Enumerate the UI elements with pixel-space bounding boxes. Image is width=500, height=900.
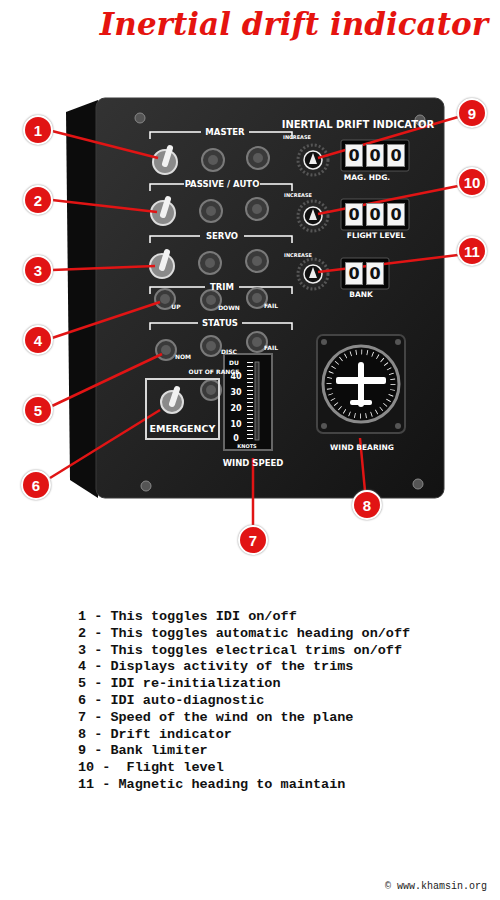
compass-dial	[323, 346, 399, 422]
digit-text: 0	[369, 205, 380, 224]
counter-digit: 0	[387, 144, 405, 167]
panel-label: DISC	[221, 349, 237, 355]
description-line: 2 - This toggles automatic heading on/of…	[78, 627, 410, 641]
panel-label: STATUS	[202, 319, 238, 328]
section-brackets	[150, 132, 292, 330]
callout-text: 4	[34, 332, 42, 349]
description-line: 7 - Speed of the wind on the plane	[78, 711, 353, 725]
panel-label: TRIM	[210, 283, 234, 292]
callout-number: 8	[352, 490, 382, 520]
screws	[135, 113, 425, 491]
panel-label: WIND SPEED	[223, 459, 284, 468]
description-line: 6 - IDI auto-diagnostic	[78, 694, 264, 708]
description-line: 4 - Displays activity of the trims	[78, 660, 353, 674]
counter-digit: 0	[345, 262, 363, 285]
box-side	[66, 100, 98, 498]
callout-text: 8	[363, 497, 371, 514]
description-line: 5 - IDI re-initialization	[78, 677, 281, 691]
panel-label: SERVO	[206, 232, 238, 241]
callout-number: 1	[23, 115, 53, 145]
panel-label: DOWN	[218, 305, 240, 311]
panel-label: DU	[229, 360, 239, 366]
copyright-note: © www.khamsin.org	[385, 882, 487, 892]
callout-text: 1	[34, 122, 42, 139]
callout-number: 6	[21, 470, 51, 500]
digit-text: 0	[369, 146, 380, 165]
panel-label: WIND BEARING	[330, 444, 394, 452]
gauge-ticks	[247, 362, 253, 440]
description-line: 9 - Bank limiter	[78, 744, 208, 758]
panel-label: 30	[230, 389, 241, 397]
emergency-box: EMERGENCY	[145, 378, 220, 440]
digit-text: 0	[348, 264, 359, 283]
callout-text: 3	[34, 262, 42, 279]
panel-label: KNOTS	[237, 444, 256, 449]
callout-text: 9	[468, 105, 476, 122]
callout-number: 9	[457, 98, 487, 128]
toggle-switches	[150, 148, 183, 413]
counter-digit: 0	[366, 144, 384, 167]
increase-knobs	[298, 145, 328, 289]
callout-text: 10	[464, 174, 481, 191]
panel-label: MAG. HDG.	[344, 174, 390, 182]
panel-label: FAIL	[264, 303, 278, 309]
counter-digit: 0	[345, 203, 363, 226]
diagram-title: Inertial drift indicator	[100, 6, 488, 42]
callout-number: 4	[23, 325, 53, 355]
description-line: 11 - Magnetic heading to maintain	[78, 778, 345, 792]
gauge-bar	[255, 362, 259, 440]
panel-label: 0	[233, 435, 239, 443]
digit-text: 0	[390, 205, 401, 224]
callout-text: 11	[464, 243, 480, 260]
panel-label: INERTIAL DRIFT INDICATOR	[282, 120, 435, 130]
callout-text: 2	[34, 192, 42, 209]
airplane-symbol	[336, 362, 386, 407]
counter-digit: 0	[387, 203, 405, 226]
digit-text: 0	[369, 264, 380, 283]
compass-ticks	[329, 352, 393, 416]
panel-label: NOM	[175, 354, 191, 360]
panel-label: BANK	[349, 291, 373, 299]
leader-lines	[50, 117, 458, 526]
panel-label: INCREASE	[284, 253, 312, 258]
panel-label: 40	[230, 373, 241, 381]
description-line: 3 - This toggles electrical trims on/off	[78, 644, 402, 658]
description-line: 10 - Flight level	[78, 761, 224, 775]
panel-label: 10	[230, 421, 241, 429]
description-line: 8 - Drift indicator	[78, 728, 232, 742]
counter-digit: 0	[366, 262, 384, 285]
counter-digit: 0	[345, 144, 363, 167]
counter-frames	[341, 140, 409, 289]
callout-number: 2	[23, 185, 53, 215]
panel-label: MASTER	[205, 128, 244, 137]
digit-text: 0	[390, 146, 401, 165]
callout-number: 7	[238, 525, 268, 555]
digit-text: 0	[348, 205, 359, 224]
panel-label: INCREASE	[283, 135, 311, 140]
callout-text: 7	[249, 532, 257, 549]
emergency-label: EMERGENCY	[150, 423, 216, 434]
description-line: 1 - This toggles IDI on/off	[78, 610, 297, 624]
callout-number: 5	[23, 395, 53, 425]
digit-text: 0	[348, 146, 359, 165]
panel-label: FAIL	[264, 345, 278, 351]
panel-label: UP	[171, 304, 180, 310]
callout-number: 11	[457, 236, 487, 266]
panel-label: INCREASE	[284, 193, 312, 198]
panel-label: PASSIVE / AUTO	[185, 180, 260, 189]
callout-text: 6	[32, 477, 40, 494]
callout-number: 10	[457, 167, 487, 197]
panel-label: 20	[230, 405, 241, 413]
box-face	[96, 98, 444, 498]
callout-number: 3	[23, 255, 53, 285]
counter-digit: 0	[366, 203, 384, 226]
panel-label: FLIGHT LEVEL	[347, 232, 405, 240]
bezel-screws	[321, 339, 401, 429]
compass-bezel	[317, 335, 405, 433]
callout-text: 5	[34, 402, 42, 419]
